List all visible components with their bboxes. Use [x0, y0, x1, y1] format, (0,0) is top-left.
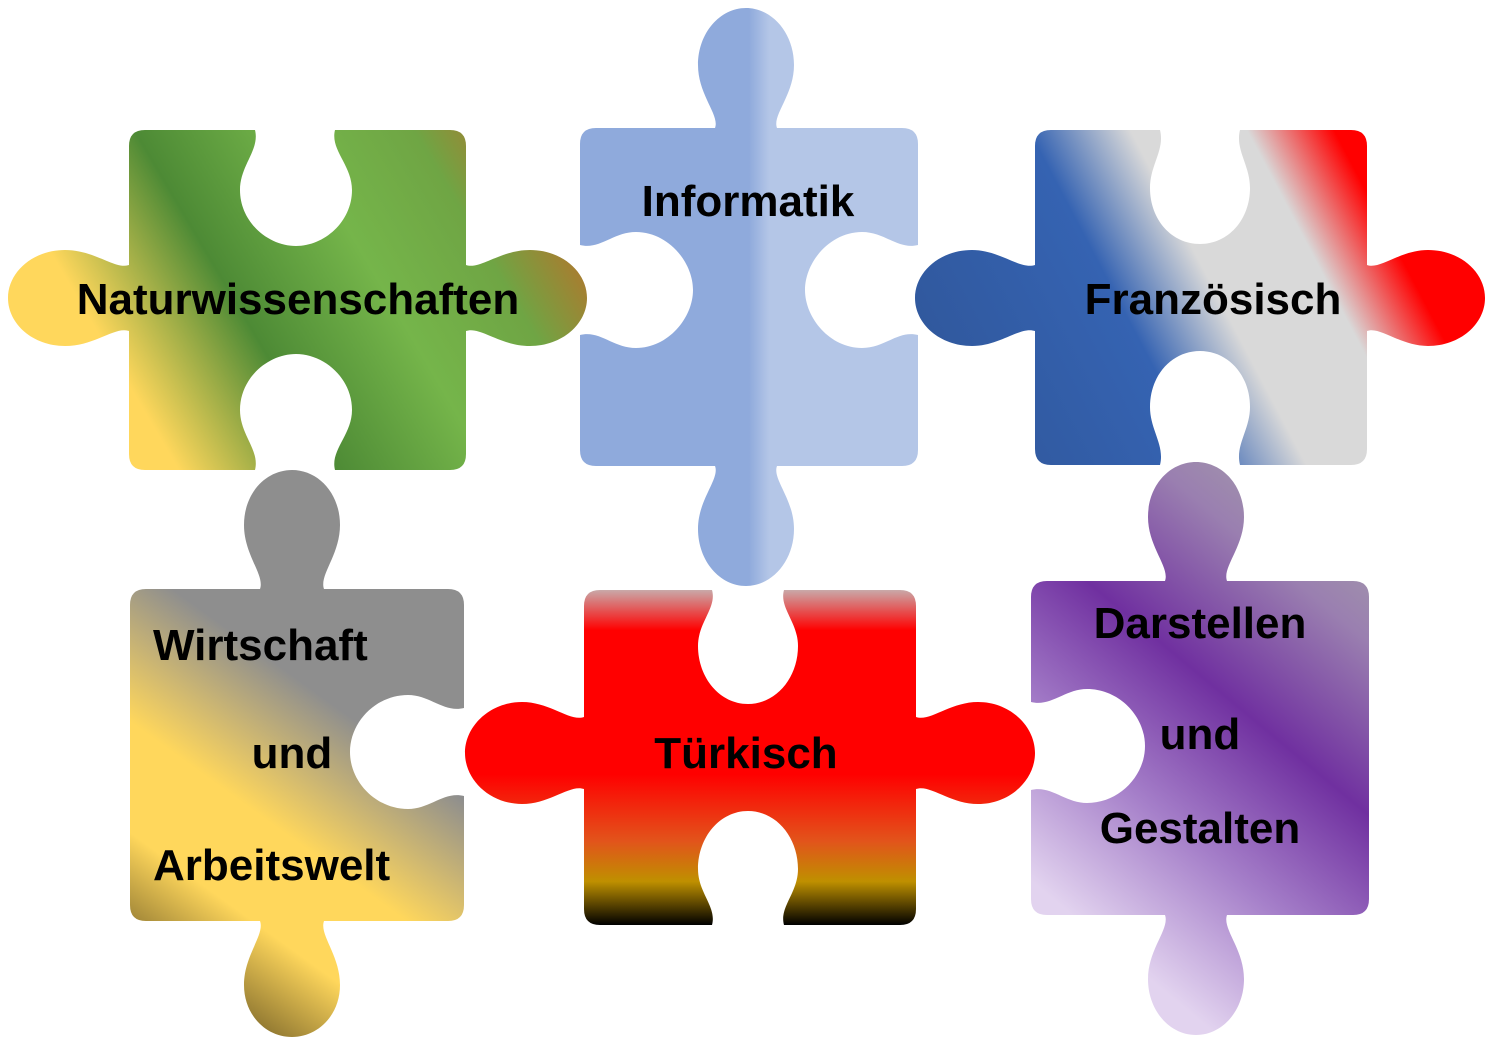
- piece-label: Wirtschaft: [153, 621, 368, 670]
- piece-label: Türkisch: [654, 729, 837, 778]
- piece-label: Naturwissenschaften: [77, 275, 520, 324]
- piece-label: und: [252, 729, 333, 778]
- piece-wirtschaft: Wirtschaft und Arbeitswelt: [130, 470, 464, 1037]
- piece-darstellen: Darstellen und Gestalten: [1031, 462, 1369, 1035]
- piece-label: und: [1160, 710, 1241, 759]
- piece-naturwissenschaften: Naturwissenschaften: [8, 130, 587, 470]
- piece-label: Gestalten: [1100, 804, 1301, 853]
- piece-informatik: Informatik: [580, 8, 918, 586]
- piece-label: Informatik: [642, 177, 855, 226]
- piece-franzoesisch: Französisch: [915, 130, 1485, 465]
- piece-label: Arbeitswelt: [153, 841, 391, 890]
- piece-tuerkisch: Türkisch: [465, 590, 1035, 925]
- piece-label: Darstellen: [1094, 599, 1307, 648]
- piece-label: Französisch: [1085, 275, 1342, 324]
